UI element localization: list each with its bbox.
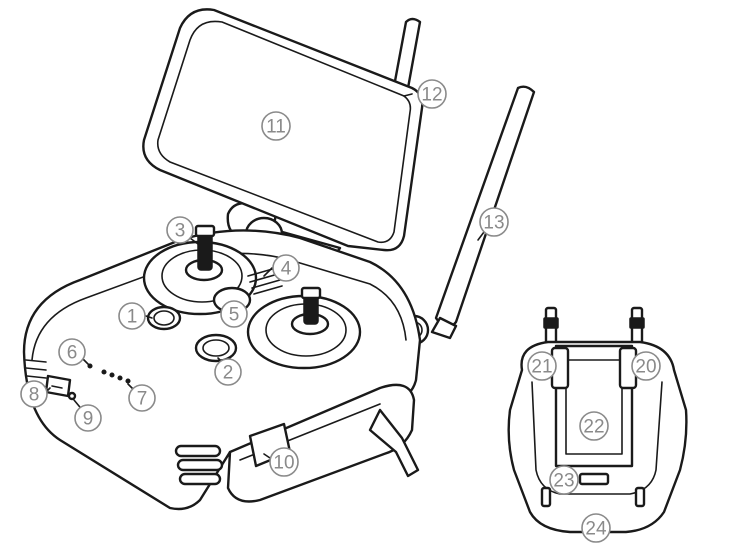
- svg-text:24: 24: [585, 519, 607, 540]
- svg-text:2: 2: [223, 363, 234, 384]
- svg-text:23: 23: [553, 471, 574, 492]
- callout-9: 9: [74, 404, 102, 432]
- svg-text:22: 22: [583, 417, 604, 438]
- svg-text:20: 20: [635, 357, 656, 378]
- callout-8: 8: [20, 380, 48, 408]
- speaker-grille: [247, 267, 283, 295]
- svg-text:4: 4: [281, 259, 292, 280]
- callout-4: 4: [272, 254, 300, 282]
- svg-text:10: 10: [273, 453, 294, 474]
- svg-text:5: 5: [229, 305, 240, 326]
- callout-13: 13: [479, 207, 509, 237]
- svg-text:7: 7: [137, 389, 148, 410]
- status-leds: [87, 363, 131, 384]
- side-ports: [44, 374, 77, 401]
- svg-text:9: 9: [83, 409, 94, 430]
- svg-text:13: 13: [483, 213, 504, 234]
- svg-text:6: 6: [67, 343, 78, 364]
- right-control-stick: [246, 286, 362, 370]
- svg-text:1: 1: [127, 307, 138, 328]
- callout-12: 12: [417, 79, 447, 109]
- callout-22: 22: [579, 411, 609, 441]
- callout-21: 21: [527, 351, 557, 381]
- svg-text:21: 21: [531, 357, 552, 378]
- callout-2: 2: [214, 358, 242, 386]
- callout-7: 7: [128, 384, 156, 412]
- callouts: 1 2 3 4 5 6 7 8: [20, 79, 661, 543]
- power-button: [146, 305, 182, 331]
- callout-1: 1: [118, 302, 146, 330]
- svg-text:8: 8: [29, 385, 40, 406]
- svg-text:3: 3: [175, 221, 186, 242]
- svg-text:12: 12: [421, 85, 442, 106]
- callout-24: 24: [581, 513, 611, 543]
- callout-11: 11: [261, 111, 291, 141]
- callout-20: 20: [631, 351, 661, 381]
- callout-10: 10: [269, 447, 299, 477]
- callout-6: 6: [58, 338, 86, 366]
- callout-23: 23: [549, 465, 579, 495]
- callout-5: 5: [220, 300, 248, 328]
- callout-3: 3: [166, 216, 194, 244]
- svg-text:11: 11: [266, 117, 286, 138]
- function-button: [194, 333, 238, 363]
